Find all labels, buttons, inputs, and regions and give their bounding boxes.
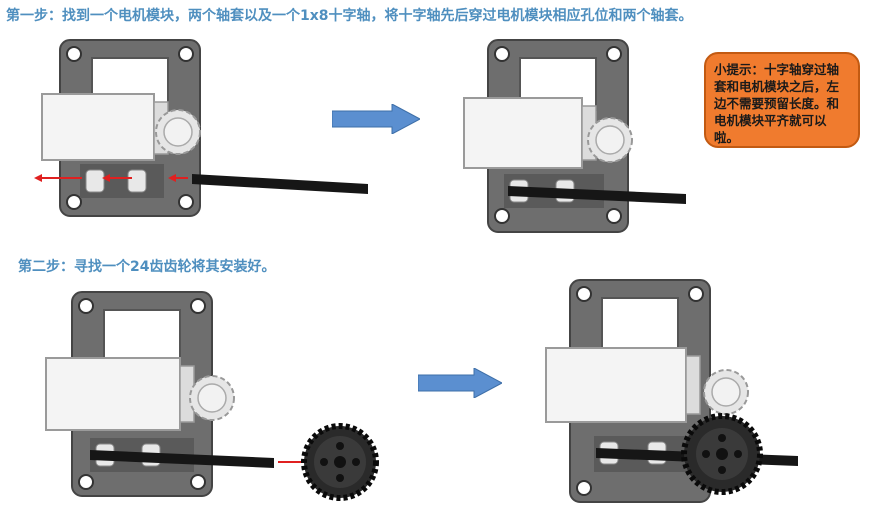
step1-title: 第一步：找到一个电机模块，两个轴套以及一个1x8十字轴，将十字轴先后穿过电机模块… [6,8,693,24]
step1-after-figure [460,36,700,246]
step2-before-figure [28,286,388,514]
motor-module-gear-installed-illustration [545,279,798,503]
right-arrow-icon [417,367,504,399]
tip-box: 小提示：十字轴穿过轴套和电机模块之后，左边不需要预留长度。和电机模块平齐就可以啦… [704,52,860,148]
motor-module-with-axle-illustration [34,39,368,217]
step1-before-figure [28,36,378,246]
motor-module-and-gear-illustration [45,291,379,501]
step2-after-figure [536,276,806,514]
step2-title: 第二步：寻找一个24齿齿轮将其安装好。 [18,259,276,275]
step2-arrow [417,367,504,399]
assembled-motor-module-illustration [463,39,686,233]
step1-arrow [331,103,422,135]
right-arrow-icon [331,103,422,135]
